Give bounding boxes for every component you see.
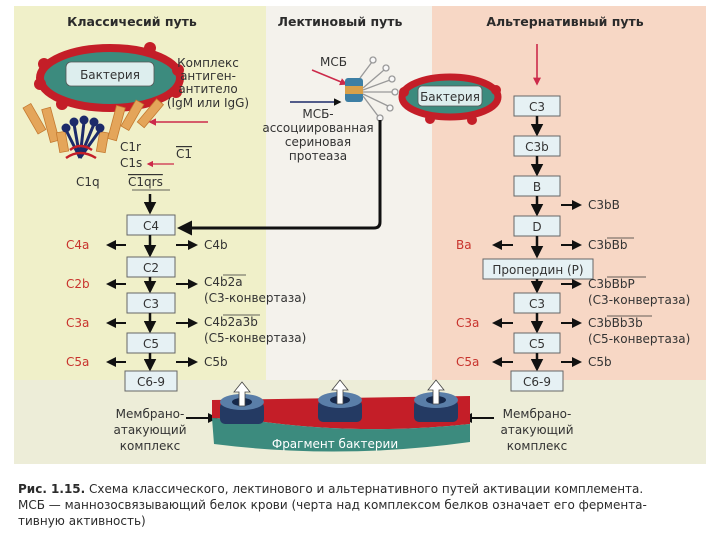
classical-box-c5: C5 bbox=[126, 332, 176, 354]
c1qrs-label: C1qrs bbox=[128, 175, 163, 189]
product-c3a-alternative: C3a bbox=[456, 316, 479, 330]
product-c3a-classical: C3a bbox=[66, 316, 89, 330]
caption-line-2: МСБ — маннозосвязывающий белок крови (че… bbox=[18, 498, 647, 512]
caption-lead: Рис. 1.15. bbox=[18, 482, 86, 496]
mbl-icon bbox=[345, 56, 399, 122]
caption-line-1: Рис. 1.15. Схема классического, лектинов… bbox=[18, 481, 708, 497]
product-c5b-classical: C5b bbox=[204, 355, 228, 369]
mbl-label: МСБ bbox=[320, 55, 347, 69]
alternative-box-c6-9: C6-9 bbox=[510, 370, 564, 392]
c1s-label: C1s bbox=[120, 156, 142, 170]
svg-text:C3: C3 bbox=[529, 100, 545, 114]
mbl-arrow bbox=[311, 69, 348, 86]
caption-text-1: Схема классического, лектинового и альте… bbox=[89, 482, 644, 496]
classical-box-c3: C3 bbox=[126, 292, 176, 314]
product-ba: Ba bbox=[456, 238, 472, 252]
svg-text:C3: C3 bbox=[143, 297, 159, 311]
fragment-label: Фрагмент бактерии bbox=[272, 437, 398, 451]
lectin-bacteria: Бактерия bbox=[398, 73, 502, 125]
svg-text:Комплекс: Комплекс bbox=[177, 56, 239, 70]
alternative-box-c3b: C3b bbox=[513, 135, 561, 157]
product-c4b: C4b bbox=[204, 238, 228, 252]
svg-text:комплекс: комплекс bbox=[120, 439, 180, 453]
lectin-to-c4-arrow bbox=[177, 120, 382, 236]
svg-text:(IgM или IgG): (IgM или IgG) bbox=[167, 96, 249, 110]
alternative-title: Альтернативный путь bbox=[486, 14, 643, 29]
classical-mac-label: Мембрано- атакующий комплекс bbox=[113, 407, 186, 453]
svg-text:МСБ-: МСБ- bbox=[302, 107, 333, 121]
alternative-box-c3-start: C3 bbox=[513, 95, 561, 117]
product-c4b2a: C4b2a bbox=[204, 275, 243, 289]
classical-box-c4: C4 bbox=[126, 214, 176, 236]
membrane-attack-pore-icons bbox=[220, 379, 458, 424]
svg-text:атакующий: атакующий bbox=[113, 423, 186, 437]
svg-text:D: D bbox=[532, 220, 541, 234]
product-c5a-alternative: C5a bbox=[456, 355, 479, 369]
svg-text:Мембрано-: Мембрано- bbox=[503, 407, 572, 421]
product-c5a-classical: C5a bbox=[66, 355, 89, 369]
alternative-box-d: D bbox=[513, 215, 561, 237]
complement-pathway-diagram: Классичесий путь Лектиновый путь Альтерн… bbox=[14, 6, 706, 464]
c3-convertase-alternative: (C3-конвертаза) bbox=[588, 293, 690, 307]
svg-text:Пропердин (P): Пропердин (P) bbox=[492, 263, 583, 277]
c3-convertase-classical: (C3-конвертаза) bbox=[204, 291, 306, 305]
alternative-mac-label: Мембрано- атакующий комплекс bbox=[500, 407, 573, 453]
c1-active-label: C1 bbox=[176, 147, 192, 161]
svg-text:протеаза: протеаза bbox=[289, 149, 347, 163]
svg-text:C5: C5 bbox=[529, 337, 545, 351]
svg-text:C3b: C3b bbox=[525, 140, 549, 154]
c5-convertase-alternative: (C5-конвертаза) bbox=[588, 332, 690, 346]
c1q-label: C1q bbox=[76, 175, 100, 189]
classical-bacteria: Бактерия bbox=[34, 42, 184, 112]
classical-side-arrows bbox=[106, 240, 198, 367]
alternative-box-b: B bbox=[513, 175, 561, 197]
classical-bacteria-label: Бактерия bbox=[80, 68, 140, 82]
svg-text:C6-9: C6-9 bbox=[523, 375, 551, 389]
alternative-box-properdin: Пропердин (P) bbox=[482, 258, 594, 280]
alternative-side-arrows bbox=[492, 200, 582, 367]
product-c3bbb3b: C3bBb3b bbox=[588, 316, 643, 330]
product-c3bb: C3bB bbox=[588, 198, 620, 212]
svg-text:B: B bbox=[533, 180, 541, 194]
complex-label: Комплекс антиген- антитело (IgM или IgG) bbox=[167, 56, 249, 110]
classical-box-c6-9: C6-9 bbox=[124, 370, 178, 392]
classical-title: Классичесий путь bbox=[67, 14, 197, 29]
svg-text:антиген-: антиген- bbox=[180, 69, 236, 83]
svg-text:антитело: антитело bbox=[178, 82, 237, 96]
classical-box-c2: C2 bbox=[126, 256, 176, 278]
antibody-icon bbox=[22, 98, 165, 154]
svg-text:C4: C4 bbox=[143, 219, 159, 233]
product-c5b-alternative: C5b bbox=[588, 355, 612, 369]
caption-line-3: тивную активность) bbox=[18, 514, 146, 528]
product-c3bbb: C3bBb bbox=[588, 238, 627, 252]
svg-text:C2: C2 bbox=[143, 261, 159, 275]
svg-text:C5: C5 bbox=[143, 337, 159, 351]
c5-convertase-classical: (C5-конвертаза) bbox=[204, 331, 306, 345]
product-c2b: C2b bbox=[66, 277, 90, 291]
svg-text:атакующий: атакующий bbox=[500, 423, 573, 437]
svg-text:Мембрано-: Мембрано- bbox=[116, 407, 185, 421]
product-c4a: C4a bbox=[66, 238, 89, 252]
svg-text:C6-9: C6-9 bbox=[137, 375, 165, 389]
svg-text:комплекс: комплекс bbox=[507, 439, 567, 453]
lectin-title: Лектиновый путь bbox=[278, 14, 403, 29]
alternative-box-c5: C5 bbox=[513, 332, 561, 354]
alternative-box-c3: C3 bbox=[513, 292, 561, 314]
c1q-icon bbox=[61, 115, 105, 160]
lectin-bacteria-label: Бактерия bbox=[420, 90, 480, 104]
product-c3bbbp: C3bBbP bbox=[588, 277, 635, 291]
svg-text:сериновая: сериновая bbox=[285, 135, 351, 149]
product-c4b2a3b: C4b2a3b bbox=[204, 315, 258, 329]
c1r-label: C1r bbox=[120, 140, 141, 154]
svg-text:C3: C3 bbox=[529, 297, 545, 311]
masp-label: МСБ- ассоциированная сериновая протеаза bbox=[262, 107, 373, 163]
svg-text:ассоциированная: ассоциированная bbox=[262, 121, 373, 135]
figure-caption: Рис. 1.15. Схема классического, лектинов… bbox=[18, 481, 708, 529]
